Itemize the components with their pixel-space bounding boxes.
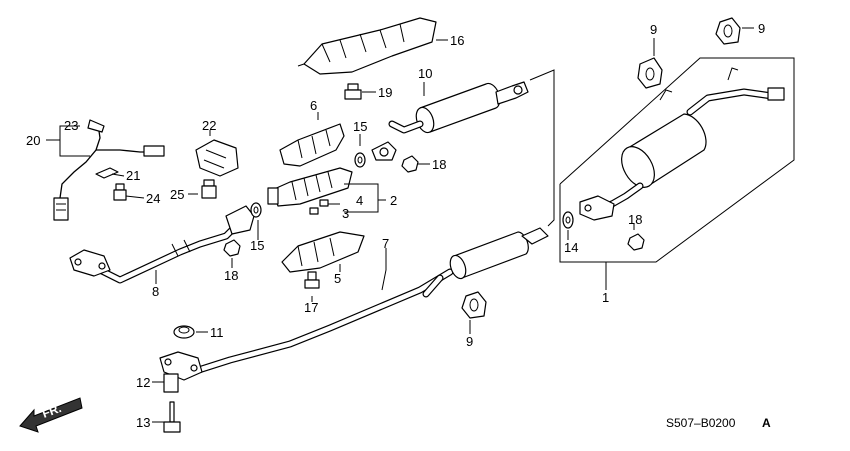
callout-12: 12 (136, 375, 150, 390)
nut-part-18-lower (223, 239, 241, 257)
callout-18-lower: 18 (224, 268, 238, 283)
callout-2: 2 (390, 193, 397, 208)
heat-shield-part-6 (279, 123, 345, 167)
bracket-part-22 (195, 139, 239, 177)
hanger-part-9b (715, 17, 741, 45)
direction-label: FR. (40, 401, 63, 421)
heat-shield-part-16 (297, 17, 437, 75)
bolt-part-24 (113, 183, 127, 201)
nut-part-18-upper (401, 155, 419, 173)
callout-1: 1 (602, 290, 609, 305)
hanger-part-9c (461, 291, 487, 319)
hanger-part-9a (637, 57, 663, 89)
bolt-part-17 (304, 271, 320, 289)
callout-20: 20 (26, 133, 40, 148)
rear-muffler-part-1 (579, 67, 785, 221)
front-direction-arrow-icon: FR. (19, 397, 83, 433)
main-muffler-part-10 (388, 81, 529, 134)
callout-15-lower: 15 (250, 238, 264, 253)
oxygen-sensor-part-20 (53, 119, 165, 221)
gasket-part-15-upper (354, 152, 366, 168)
callout-21: 21 (126, 168, 140, 183)
callout-13: 13 (136, 415, 150, 430)
exhaust-pipe-part-8 (69, 205, 255, 284)
callout-5: 5 (334, 271, 341, 286)
callout-8: 8 (152, 284, 159, 299)
callout-18-right: 18 (628, 212, 642, 227)
callout-10: 10 (418, 66, 432, 81)
leader-lines (46, 27, 754, 423)
callout-19: 19 (378, 85, 392, 100)
callout-17: 17 (304, 300, 318, 315)
spring-part-12 (163, 373, 179, 393)
diagram-code-suffix: A (762, 416, 771, 430)
catalytic-converter-part-2 (267, 167, 353, 207)
gasket-part-15-lower (250, 202, 262, 218)
callout-4: 4 (356, 193, 363, 208)
callout-6: 6 (310, 98, 317, 113)
callout-18-upper: 18 (432, 157, 446, 172)
callout-9-upper-left: 9 (650, 22, 657, 37)
callout-3: 3 (342, 206, 349, 221)
callout-25: 25 (170, 187, 184, 202)
callout-14: 14 (564, 240, 578, 255)
clip-part-21 (95, 167, 119, 179)
callout-9-lower: 9 (466, 334, 473, 349)
callout-7: 7 (382, 236, 389, 251)
callout-16: 16 (450, 33, 464, 48)
flange-connector (371, 141, 397, 161)
callout-9-upper-right: 9 (758, 21, 765, 36)
bolt-part-13 (163, 401, 181, 433)
nut-part-18-right (627, 233, 645, 251)
bolt-part-25 (201, 179, 217, 199)
bolt-part-3 (309, 199, 329, 215)
bolt-part-19 (344, 83, 362, 100)
gasket-part-14 (562, 211, 574, 229)
heat-shield-part-5 (281, 231, 365, 273)
callout-24: 24 (146, 191, 160, 206)
callout-11: 11 (210, 325, 224, 340)
rear-muffler-assembly-box (559, 57, 795, 263)
callout-labels: 16 19 10 15 18 6 4 2 3 5 17 23 20 21 24 … (26, 21, 765, 430)
diagram-code: S507–B0200 (666, 416, 736, 430)
callout-22: 22 (202, 118, 216, 133)
callout-23: 23 (64, 118, 78, 133)
callout-15-upper: 15 (353, 119, 367, 134)
exhaust-pipe-part-7 (159, 227, 549, 381)
connector-line (529, 69, 555, 227)
gasket-part-11 (173, 325, 195, 339)
